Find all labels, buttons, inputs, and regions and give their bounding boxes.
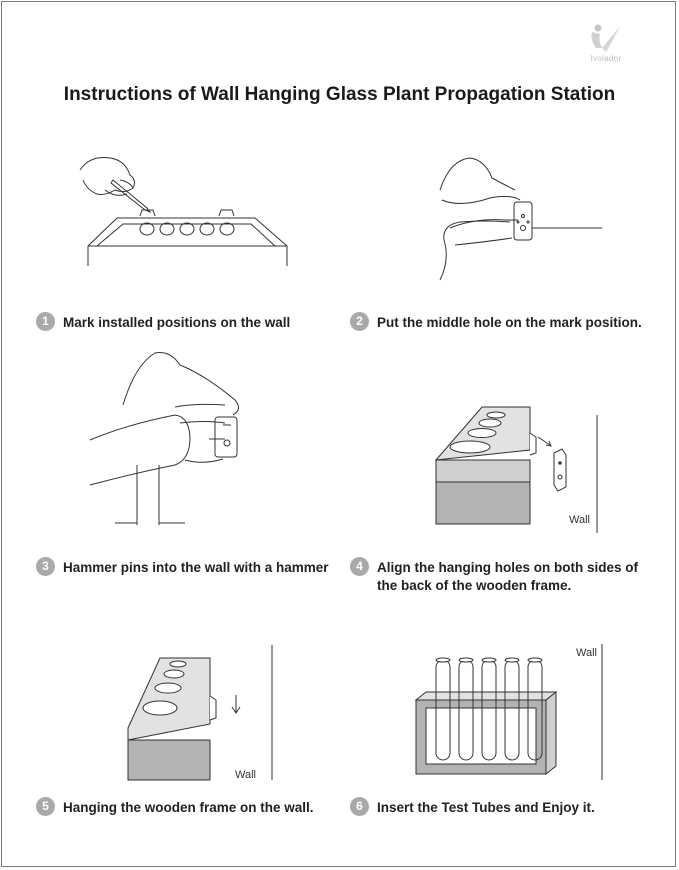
- step-text: Hammer pins into the wall with a hammer: [63, 560, 329, 575]
- wall-label: Wall: [576, 647, 597, 659]
- illustration-mark-positions: [79, 157, 288, 266]
- page-title: Instructions of Wall Hanging Glass Plant…: [63, 84, 616, 105]
- step-text: Insert the Test Tubes and Enjoy it.: [377, 800, 595, 815]
- illustration-hang-frame: Wall: [127, 645, 273, 781]
- illustration-insert-tubes: Wall: [414, 644, 603, 780]
- step-text: Hanging the wooden frame on the wall.: [63, 800, 314, 815]
- step-number-badge: 2: [350, 312, 369, 331]
- step-number-badge: 5: [36, 797, 55, 816]
- step-5: 5 Hanging the wooden frame on the wall.: [36, 797, 326, 817]
- brand-logo-text: Ivolador: [590, 54, 622, 63]
- wall-label: Wall: [569, 514, 590, 526]
- brand-logo-icon: [591, 24, 620, 52]
- step-3: 3 Hammer pins into the wall with a hamme…: [36, 557, 336, 577]
- step-text: Put the middle hole on the mark position…: [377, 315, 642, 330]
- step-6: 6 Insert the Test Tubes and Enjoy it.: [350, 797, 640, 817]
- illustration-align-holes: Wall: [434, 406, 598, 533]
- step-number-badge: 1: [36, 312, 55, 331]
- step-number-badge: 4: [350, 557, 369, 576]
- step-1: 1 Mark installed positions on the wall: [36, 312, 326, 332]
- step-text: Align the hanging holes on both sides of…: [377, 560, 638, 593]
- step-number-badge: 3: [36, 557, 55, 576]
- step-number-badge: 6: [350, 797, 369, 816]
- illustration-middle-hole: [439, 157, 602, 281]
- step-4: 4 Align the hanging holes on both sides …: [350, 557, 640, 595]
- wall-label: Wall: [235, 769, 256, 781]
- step-text: Mark installed positions on the wall: [63, 315, 291, 330]
- step-2: 2 Put the middle hole on the mark positi…: [350, 312, 650, 332]
- illustration-hammer-pins: [89, 352, 239, 525]
